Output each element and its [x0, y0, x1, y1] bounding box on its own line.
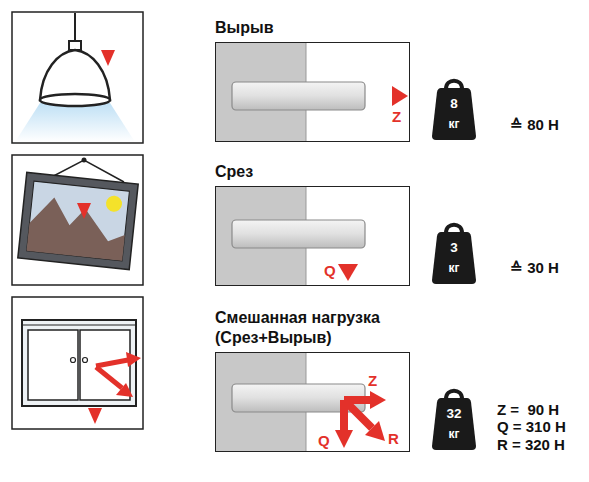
force-label: R — [388, 431, 399, 447]
section-title: Срез — [215, 162, 455, 182]
section-title: Вырыв — [215, 18, 455, 38]
weight-block: 8 кг — [432, 76, 476, 140]
weight-block: 32 кг — [432, 386, 476, 450]
picture-icon — [12, 155, 143, 285]
section-title: Смешанная нагрузка (Срез+Вырыв) — [215, 308, 455, 348]
force-label: Z — [392, 109, 401, 125]
force-value: ≙ 30 Н — [510, 259, 559, 276]
force-value: Z = 90 Н — [497, 401, 559, 418]
force-label: Z — [368, 373, 377, 389]
force-value: R = 320 Н — [497, 436, 565, 453]
shear-scheme — [216, 187, 365, 285]
force-value: ≙ 80 Н — [510, 116, 559, 133]
force-value: Q = 310 Н — [497, 418, 566, 435]
weight-unit: кг — [432, 118, 476, 131]
weight-value: 8 — [432, 96, 476, 112]
cabinet-icon — [12, 297, 143, 429]
weight-block: 3 кг — [432, 220, 476, 284]
weight-value: 3 — [432, 240, 476, 256]
anchor-box: СрезQ — [215, 186, 410, 286]
force-label: Q — [324, 263, 336, 279]
weight-unit: кг — [432, 428, 476, 441]
weight-unit: кг — [432, 262, 476, 275]
anchor-box: Смешанная нагрузка (Срез+Вырыв)ZQR — [215, 352, 410, 452]
anchor-box: ВырывZ — [215, 42, 410, 142]
pullout-scheme — [216, 43, 408, 141]
weight-value: 32 — [432, 406, 476, 422]
lamp-icon — [12, 12, 143, 143]
force-label: Q — [318, 433, 330, 449]
mixed-scheme — [216, 353, 386, 451]
